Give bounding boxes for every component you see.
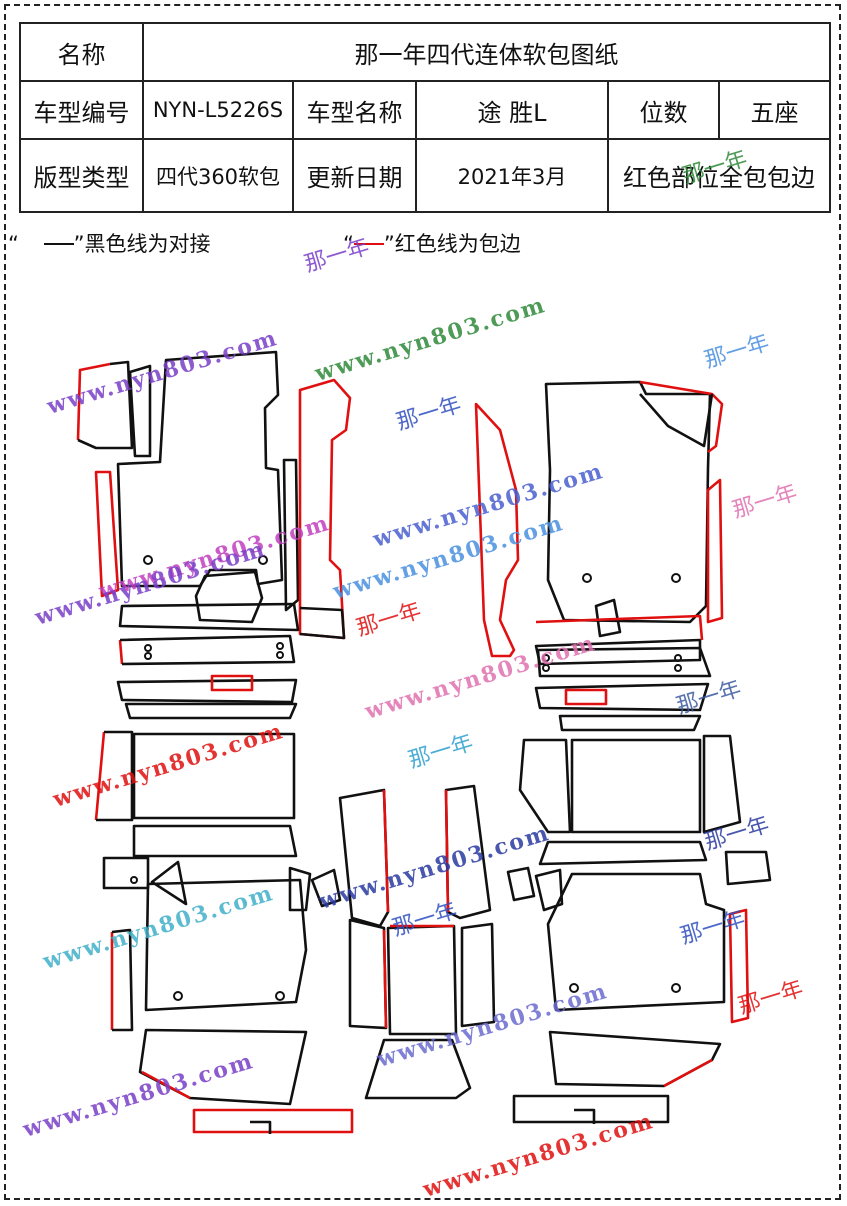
model-name-value: 途 胜L [415,80,609,140]
piece-left-strip-3 [116,674,298,704]
name-label: 名称 [19,22,144,82]
piece-left-top-flap [76,360,134,450]
seats-label: 位数 [607,80,720,140]
piece-left-tunnel-edge [299,606,346,640]
update-date-label: 更新日期 [292,138,417,213]
piece-left-second-row [102,856,354,1134]
model-code-value: NYN-L5226S [142,80,294,140]
piece-left-rear-floor [94,730,298,858]
piece-right-rear-floor [518,734,742,866]
name-value: 那一年四代连体软包图纸 [141,22,832,82]
piece-left-top-strip [128,364,152,458]
piece-left-side-strip [94,470,120,598]
model-code-label: 车型编号 [19,80,144,140]
pattern-type-value: 四代360软包 [142,138,294,213]
piece-right-second-row [506,850,772,1124]
legend-black: “ ”黑色线为对接 [8,232,211,256]
model-name-label: 车型名称 [292,80,417,140]
seats-value: 五座 [717,80,832,140]
legend-red: “”红色线为包边 [343,232,521,256]
piece-left-strip-1 [118,602,300,632]
piece-left-strip-2 [118,634,296,666]
pattern-info-table: 名称 那一年四代连体软包图纸 车型编号 NYN-L5226S 车型名称 途 胜L… [19,22,832,213]
black-line-sample [43,243,74,245]
legend-red-text: ”红色线为包边 [383,232,521,256]
pattern-type-label: 版型类型 [19,138,144,213]
piece-left-side-riser [282,458,300,612]
piece-right-side-strip [706,478,724,624]
piece-right-strip-2 [536,646,712,678]
piece-center-tunnel [338,784,496,1100]
red-line-sample [353,243,384,245]
red-note: 红色部位全包包边 [606,138,832,213]
piece-right-strip-4 [558,714,702,732]
piece-right-strip-3 [534,682,710,712]
update-date-value: 2021年3月 [415,138,609,213]
page-border [4,4,841,1200]
legend-black-text: ”黑色线为对接 [73,232,211,256]
piece-left-strip-4 [124,702,298,720]
piece-right-tunnel-side [474,402,520,658]
piece-right-front-floor [544,380,724,638]
piece-left-front-floor [116,350,284,624]
